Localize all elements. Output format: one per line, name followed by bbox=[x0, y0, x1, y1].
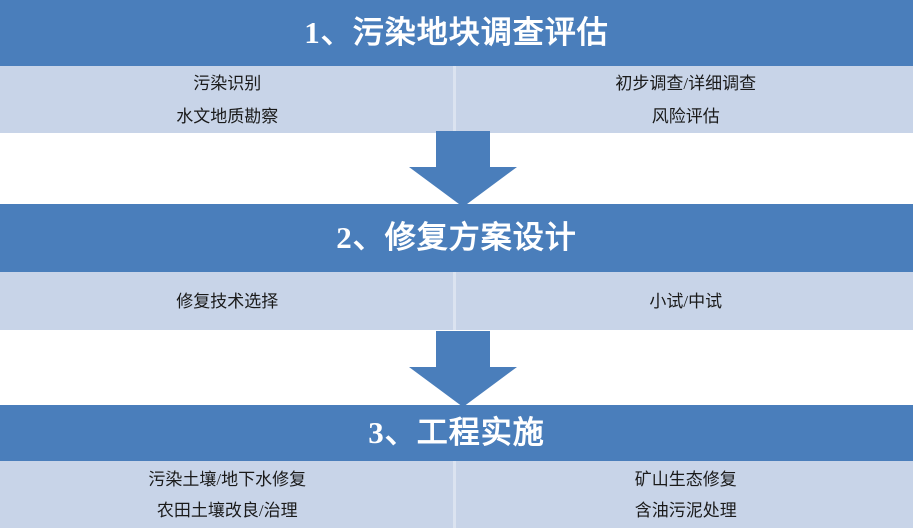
stage-2-header: 2、修复方案设计 bbox=[0, 204, 913, 272]
stage-3-body: 污染土壤/地下水修复 农田土壤改良/治理 矿山生态修复 含油污泥处理 bbox=[0, 461, 913, 528]
arrow-stage2-to-stage3-icon bbox=[409, 331, 517, 407]
stage-1-left-item-2: 水文地质勘察 bbox=[176, 106, 279, 126]
stage-2-body: 修复技术选择 小试/中试 bbox=[0, 272, 913, 330]
stage-3-left-column: 污染土壤/地下水修复 农田土壤改良/治理 bbox=[0, 461, 457, 528]
arrow-stage1-to-stage2-icon bbox=[409, 131, 517, 207]
stage-2-left-item-1: 修复技术选择 bbox=[176, 291, 279, 311]
stage-3-title: 3、工程实施 bbox=[368, 414, 545, 450]
stage-2-right-column: 小试/中试 bbox=[457, 272, 914, 330]
stage-2-left-column: 修复技术选择 bbox=[0, 272, 457, 330]
stage-1-header: 1、污染地块调查评估 bbox=[0, 0, 913, 66]
stage-3-header: 3、工程实施 bbox=[0, 405, 913, 461]
stage-2-title: 2、修复方案设计 bbox=[336, 219, 577, 255]
stage-2-right-item-1: 小试/中试 bbox=[649, 291, 723, 311]
column-divider bbox=[453, 461, 456, 528]
stage-1-right-item-1: 初步调查/详细调查 bbox=[615, 73, 757, 93]
stage-3-left-item-2: 农田土壤改良/治理 bbox=[156, 500, 298, 520]
stage-3-right-item-1: 矿山生态修复 bbox=[634, 469, 737, 489]
stage-1-right-item-2: 风险评估 bbox=[651, 106, 720, 126]
stage-1-body: 污染识别 水文地质勘察 初步调查/详细调查 风险评估 bbox=[0, 66, 913, 133]
stage-1-left-column: 污染识别 水文地质勘察 bbox=[0, 66, 457, 133]
stage-block-2: 2、修复方案设计 修复技术选择 小试/中试 bbox=[0, 204, 913, 330]
stage-1-title: 1、污染地块调查评估 bbox=[304, 14, 609, 50]
stage-3-right-item-2: 含油污泥处理 bbox=[634, 500, 737, 520]
stage-block-1: 1、污染地块调查评估 污染识别 水文地质勘察 初步调查/详细调查 风险评估 bbox=[0, 0, 913, 133]
stage-block-3: 3、工程实施 污染土壤/地下水修复 农田土壤改良/治理 矿山生态修复 含油污泥处… bbox=[0, 405, 913, 528]
stage-3-right-column: 矿山生态修复 含油污泥处理 bbox=[457, 461, 914, 528]
stage-1-right-column: 初步调查/详细调查 风险评估 bbox=[457, 66, 914, 133]
column-divider bbox=[453, 66, 456, 133]
stage-1-left-item-1: 污染识别 bbox=[193, 73, 262, 93]
column-divider bbox=[453, 272, 456, 330]
stage-3-left-item-1: 污染土壤/地下水修复 bbox=[148, 469, 307, 489]
